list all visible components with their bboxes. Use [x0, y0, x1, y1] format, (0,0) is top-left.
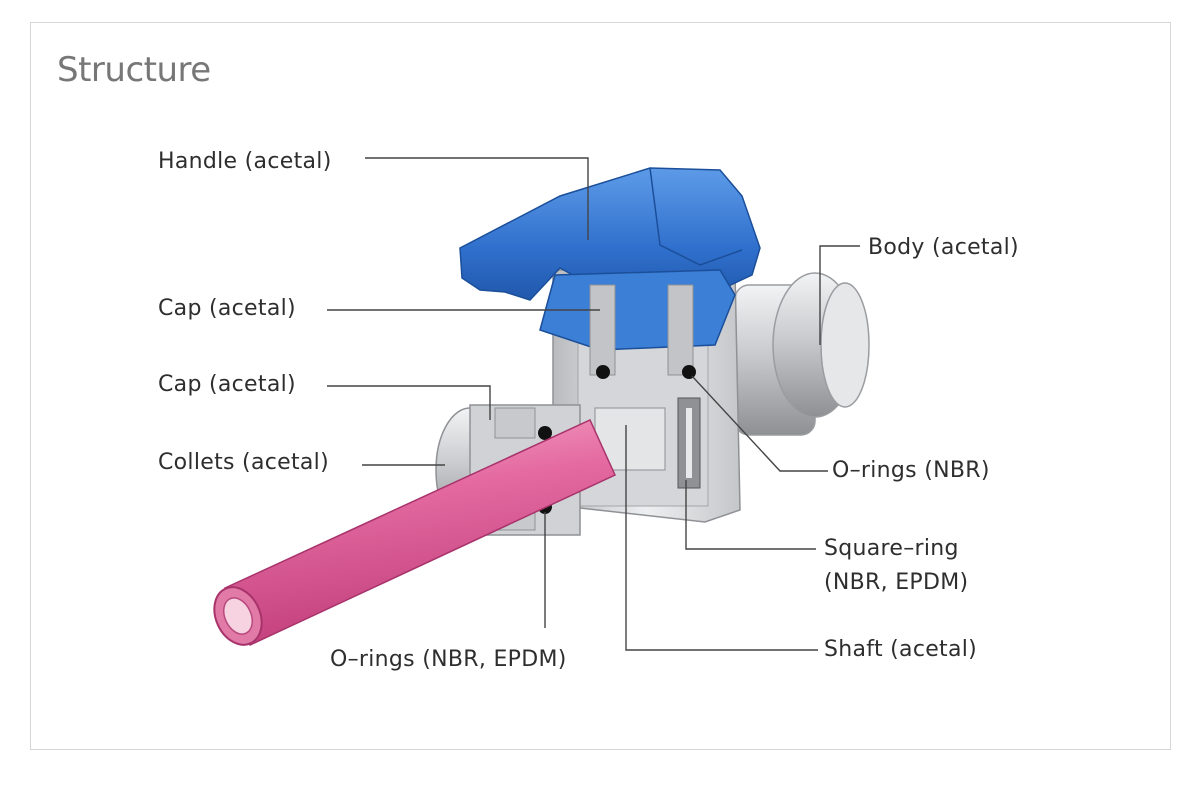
- leader-shaft: [625, 425, 818, 651]
- leader-cap-left: [327, 385, 491, 420]
- label-handle: Handle (acetal): [158, 149, 332, 174]
- leader-o-rings-nbr: [691, 375, 828, 472]
- leader-square-ring: [685, 480, 816, 550]
- label-cap-top: Cap (acetal): [158, 296, 296, 321]
- diagram-title: Structure: [57, 50, 211, 90]
- leader-lines: [327, 157, 860, 651]
- label-o-rings-nbr-epdm: O–rings (NBR, EPDM): [330, 647, 567, 672]
- label-collets: Collets (acetal): [158, 450, 329, 475]
- leader-handle: [365, 157, 589, 240]
- label-square-ring-line2: (NBR, EPDM): [824, 570, 969, 595]
- label-cap-left: Cap (acetal): [158, 372, 296, 397]
- label-shaft: Shaft (acetal): [824, 637, 978, 662]
- label-o-rings-nbr: O–rings (NBR): [832, 458, 990, 483]
- stem-cap: [589, 284, 696, 379]
- label-square-ring-line1: Square–ring: [824, 536, 959, 561]
- right-fitting: [734, 272, 870, 436]
- label-body: Body (acetal): [868, 235, 1019, 260]
- pink-tube: [213, 419, 616, 647]
- leader-body: [819, 245, 860, 345]
